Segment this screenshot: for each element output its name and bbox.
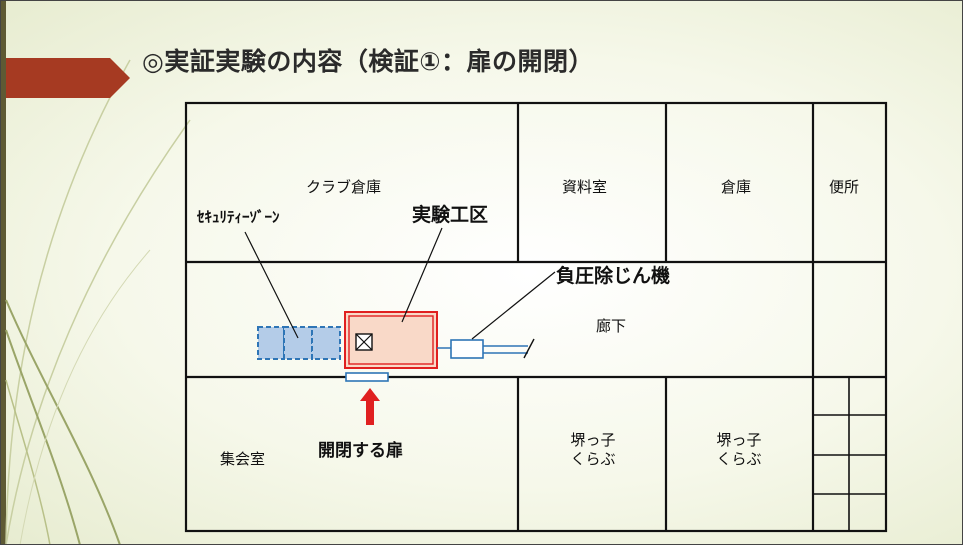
slide-title: ◎実証実験の内容（検証①：扉の開閉） (142, 47, 594, 76)
left-accent-bar (0, 0, 6, 545)
room-sakaikko-2: 堺っ子 くらぶ (704, 431, 774, 469)
corridor-label: 廊下 (596, 317, 627, 335)
room-meeting: 集会室 (220, 450, 266, 468)
room-sakaikko-2-line1: 堺っ子 (716, 431, 762, 449)
boxed-x-icon (355, 333, 373, 351)
room-sakaikko-1: 堺っ子 くらぶ (558, 431, 628, 469)
door-marker (345, 372, 389, 382)
room-restroom: 便所 (829, 178, 860, 196)
room-storage: 倉庫 (721, 178, 752, 196)
work-zone-label: 実験工区 (412, 204, 489, 226)
door-label: 開閉する扉 (318, 441, 403, 461)
room-sakaikko-1-line2: くらぶ (570, 449, 616, 468)
negative-pressure-label: 負圧除じん機 (556, 265, 671, 287)
negative-pressure-leader (471, 271, 556, 340)
room-sakaikko-2-line2: くらぶ (716, 449, 762, 468)
security-zone (257, 326, 341, 360)
negative-pressure-duct (437, 338, 535, 359)
up-arrow-icon (360, 388, 380, 425)
room-sakaikko-1-line1: 堺っ子 (570, 431, 616, 449)
room-archive: 資料室 (562, 178, 608, 196)
security-zone-label: ｾｷｭﾘﾃｨｰｿﾞｰﾝ (197, 208, 280, 226)
room-club-storage: クラブ倉庫 (306, 178, 382, 196)
work-zone-leader (401, 227, 443, 323)
title-arrow-shape (6, 58, 130, 98)
security-zone-leader (244, 231, 299, 339)
floor-outer-wall (184, 101, 888, 533)
